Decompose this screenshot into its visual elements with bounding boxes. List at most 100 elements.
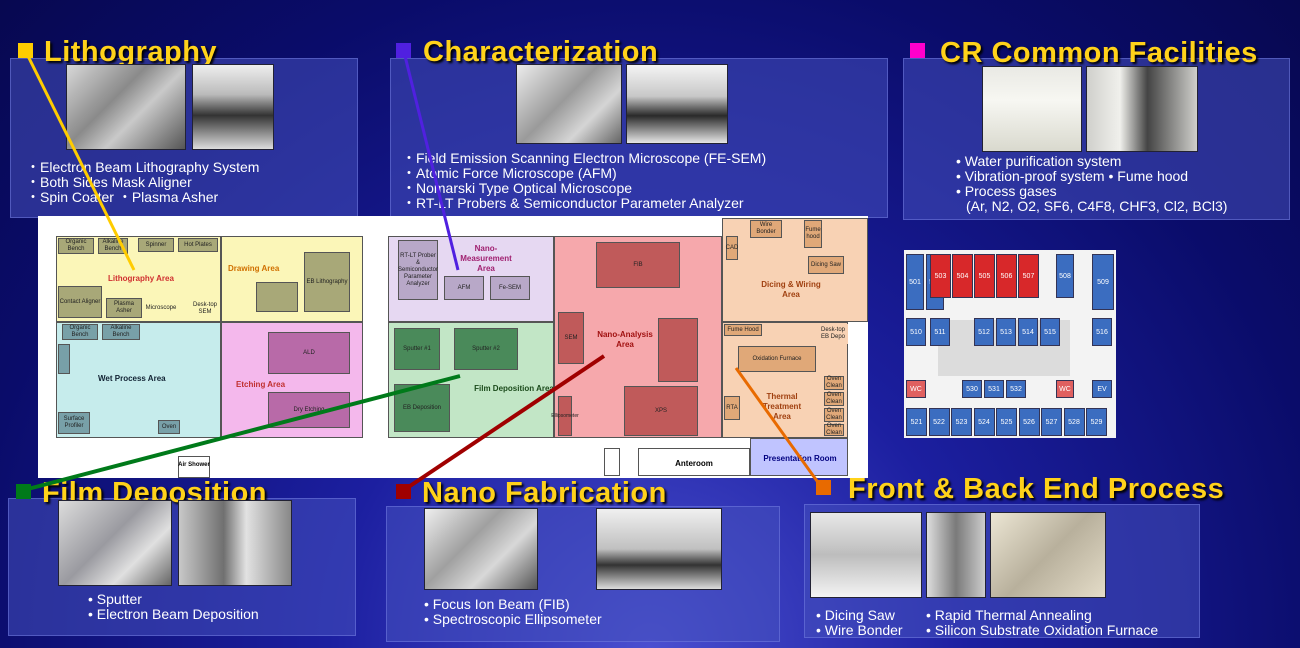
room-cell: 501 [906, 254, 924, 310]
room-cell-highlight: 507 [1018, 254, 1039, 298]
eb-deposition-photo [178, 500, 292, 586]
film-item-2: • Electron Beam Deposition [88, 606, 259, 622]
nano-item-1: • Focus Ion Beam (FIB) [424, 596, 570, 612]
char-item-4: ・RT-LT Probers & Semiconductor Parameter… [402, 195, 744, 211]
ellipsometer-photo [596, 508, 722, 590]
room-cell: 526 [1018, 408, 1040, 436]
oven-clean-4: Oven Clean [824, 423, 844, 436]
room-cell: 508 [1056, 254, 1074, 298]
sputter-photo [58, 500, 172, 586]
wc-cell: WC [1056, 380, 1074, 398]
wc-cell: WC [906, 380, 926, 398]
air-shower-1 [178, 456, 210, 478]
room-cell: 523 [951, 408, 972, 436]
room-cell-highlight: 504 [952, 254, 973, 298]
room-cell: 509 [1092, 254, 1114, 310]
afm: AFM [444, 276, 484, 300]
front-connector [734, 367, 824, 489]
room-cell: 522 [928, 408, 950, 436]
ellipsometer: Ellipsometer [551, 396, 579, 436]
front-item-4: • Silicon Substrate Oxidation Furnace [926, 622, 1159, 638]
room-cell: 516 [1092, 318, 1112, 346]
room-cell: 531 [984, 380, 1004, 398]
front-item-1: • Dicing Saw [816, 607, 895, 623]
oven-clean-3: Oven Clean [824, 408, 844, 422]
char-item-1: ・Field Emission Scanning Electron Micros… [402, 150, 767, 166]
room-cell: 515 [1040, 318, 1060, 346]
etching-area-label: Etching Area [236, 380, 286, 389]
sem: SEM [558, 312, 584, 364]
air-shower-label-1: Air Shower [178, 462, 210, 468]
eb-lithography: EB Lithography [304, 252, 350, 312]
nano-item-2: • Spectroscopic Ellipsometer [424, 611, 602, 627]
room-cell-highlight: 503 [930, 254, 951, 298]
common-item-2: • Vibration-proof system • Fume hood [956, 168, 1189, 184]
xps: XPS [624, 386, 698, 436]
room-cell: 532 [1006, 380, 1026, 398]
fume-hood: Fume hood [804, 220, 822, 248]
plasma-asher: Plasma Asher [106, 298, 142, 318]
wire-bonder: Wire Bonder [750, 220, 782, 238]
ald: ALD [268, 332, 350, 374]
thermal-treatment-label: Thermal Treatment Area [762, 392, 802, 421]
analysis-equipment [658, 318, 698, 382]
char-item-3: ・Nomarski Type Optical Microscope [402, 180, 633, 196]
fesem-photo [516, 64, 622, 144]
fume-hood-2: Fume Hood [724, 324, 762, 336]
wet-bench [58, 344, 70, 374]
room-cell: 527 [1041, 408, 1062, 436]
litho-item-2: ・Both Sides Mask Aligner [26, 174, 192, 190]
dicing-saw: Dicing Saw [808, 256, 844, 274]
dicing-wiring-label: Dicing & Wiring Area [761, 280, 821, 299]
room-cell: 511 [930, 318, 950, 346]
common-item-3: • Process gases [956, 183, 1057, 199]
organic-bench: Organic Bench [58, 238, 94, 254]
afm-photo [626, 64, 728, 144]
film-deposition-label: Film Deposition Area [474, 384, 554, 393]
room-cell: 529 [1086, 408, 1107, 436]
front-title: Front & Back End Process [848, 473, 1225, 505]
furnace-photo [990, 512, 1106, 598]
film-item-1: • Sputter [88, 591, 142, 607]
characterization-connector [402, 51, 460, 271]
litho-item-3: ・Spin Coater ・Plasma Asher [26, 189, 219, 205]
nano-title: Nano Fabrication [422, 477, 667, 509]
mask-aligner-photo [192, 64, 274, 150]
characterization-marker [396, 43, 411, 58]
lithography-title: Lithography [44, 36, 218, 68]
characterization-title: Characterization [423, 36, 659, 68]
room-cell: 530 [962, 380, 982, 398]
common-item-4: (Ar, N2, O2, SF6, C4F8, CHF3, Cl2, BCl3) [966, 198, 1228, 214]
char-item-2: ・Atomic Force Microscope (AFM) [402, 165, 617, 181]
hot-plates: Hot Plates [178, 238, 218, 252]
drawing-equipment [256, 282, 298, 312]
nano-measurement-label: Nano-Measurement Area [460, 244, 512, 273]
room-cell: 514 [1018, 318, 1038, 346]
room-cell: 528 [1063, 408, 1085, 436]
sputter-1: Sputter #1 [394, 328, 440, 370]
nano-connector [402, 354, 606, 492]
fib-photo [424, 508, 538, 590]
oven-clean-2: Oven Clean [824, 392, 844, 406]
eb-lithography-photo [66, 64, 186, 150]
wet-process-label: Wet Process Area [98, 374, 166, 383]
desktop-eb-depo: Desk-top EB Depo [818, 324, 848, 344]
elevator-cell: EV [1092, 380, 1112, 398]
cleanroom-floorplan: Lithography Area Organic Bench Alkaline … [38, 216, 868, 478]
microscope: Microscope [142, 300, 180, 316]
front-item-2: • Wire Bonder [816, 622, 903, 638]
alkaline-bench-2: Alkaline Bench [102, 324, 140, 340]
front-item-3: • Rapid Thermal Annealing [926, 607, 1092, 623]
room-cell: 510 [906, 318, 926, 346]
room-cell: 521 [906, 408, 927, 436]
fume-hood-photo [1086, 66, 1198, 152]
room-cell-highlight: 506 [996, 254, 1017, 298]
room-cell-highlight: 505 [974, 254, 995, 298]
spinner: Spinner [138, 238, 174, 252]
anteroom-label: Anteroom [675, 459, 713, 468]
common-marker [910, 43, 925, 58]
room-cell: 525 [996, 408, 1017, 436]
cad: CAD [726, 236, 738, 260]
desktop-sem: Desk-top SEM [190, 298, 220, 320]
